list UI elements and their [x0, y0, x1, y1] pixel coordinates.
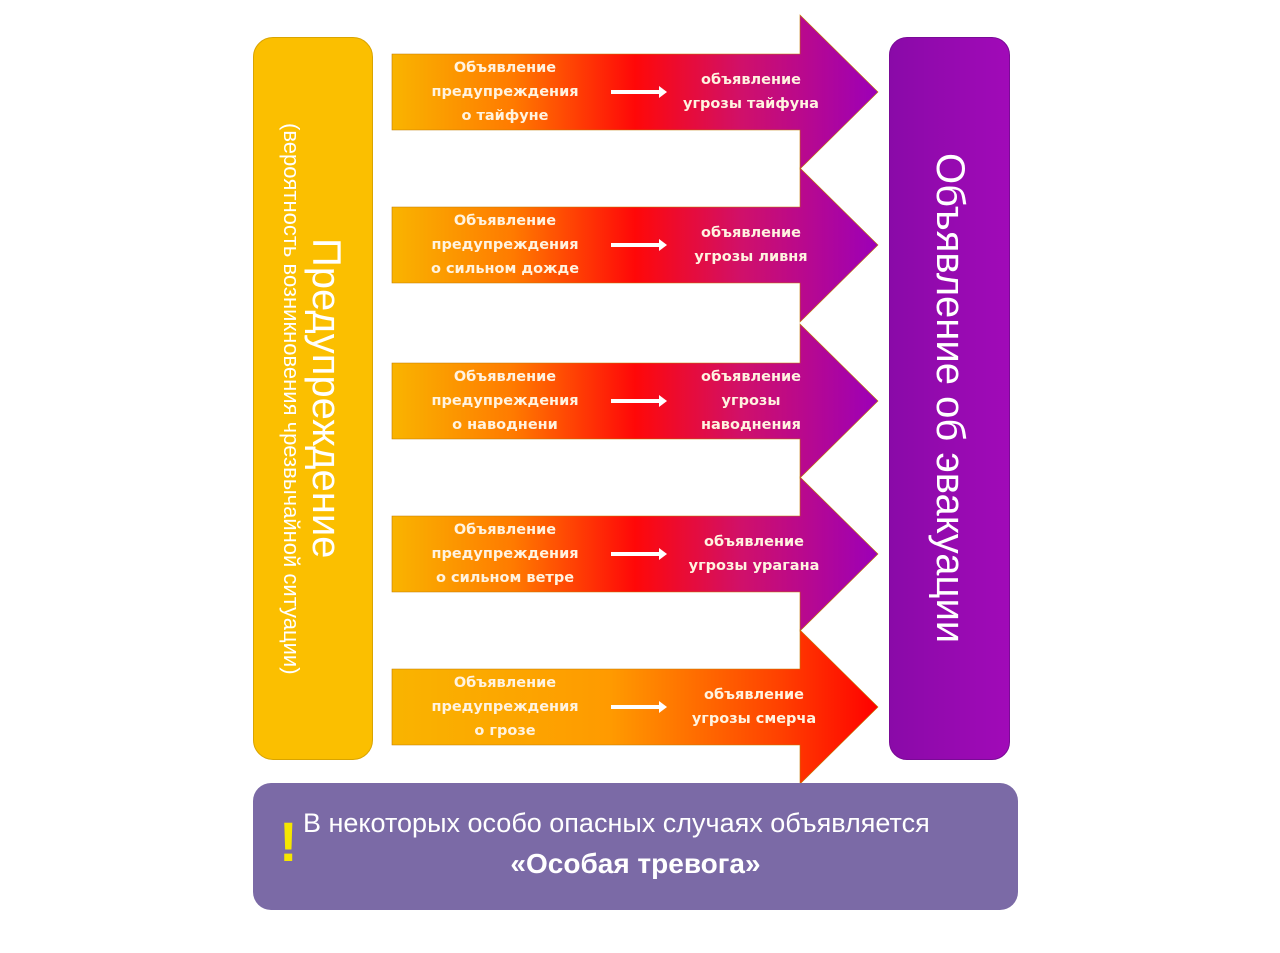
warning-label: Объявление предупреждения о тайфуне	[431, 60, 579, 124]
special-alert-note	[253, 783, 1018, 910]
warning-label: Объявление предупреждения о сильном дожд…	[430, 213, 580, 277]
warning-panel: Предупреждение (вероятность возникновени…	[253, 37, 373, 760]
note-line-2: «Особая тревога»	[510, 848, 761, 879]
warning-label: Объявление предупреждения о наводнени	[431, 369, 579, 433]
exclamation-icon: !	[279, 810, 298, 873]
warning-subtitle: (вероятность возникновения чрезвычайной …	[279, 122, 304, 675]
warning-title: Предупреждение	[304, 238, 348, 559]
evacuation-title: Объявление об эвакуации	[928, 153, 972, 644]
threat-label: объявление угрозы тайфуна	[683, 72, 819, 112]
small-arrow-icon	[611, 395, 667, 407]
small-arrow-icon	[611, 701, 667, 713]
note-line-1: В некоторых особо опасных случаях объявл…	[303, 808, 930, 838]
small-arrow-icon	[611, 548, 667, 560]
warning-label: Объявление предупреждения о сильном ветр…	[431, 522, 579, 586]
small-arrow-icon	[611, 86, 667, 98]
small-arrow-icon	[611, 239, 667, 251]
threat-label: объявление угрозы смерча	[691, 687, 817, 727]
evacuation-panel: Объявление об эвакуации	[889, 37, 1010, 760]
threat-label: объявление угрозы ливня	[694, 225, 808, 265]
threat-label: объявление угрозы наводнения	[701, 369, 801, 433]
warning-label: Объявление предупреждения о грозе	[431, 675, 579, 739]
threat-label: объявление угрозы урагана	[688, 534, 820, 574]
